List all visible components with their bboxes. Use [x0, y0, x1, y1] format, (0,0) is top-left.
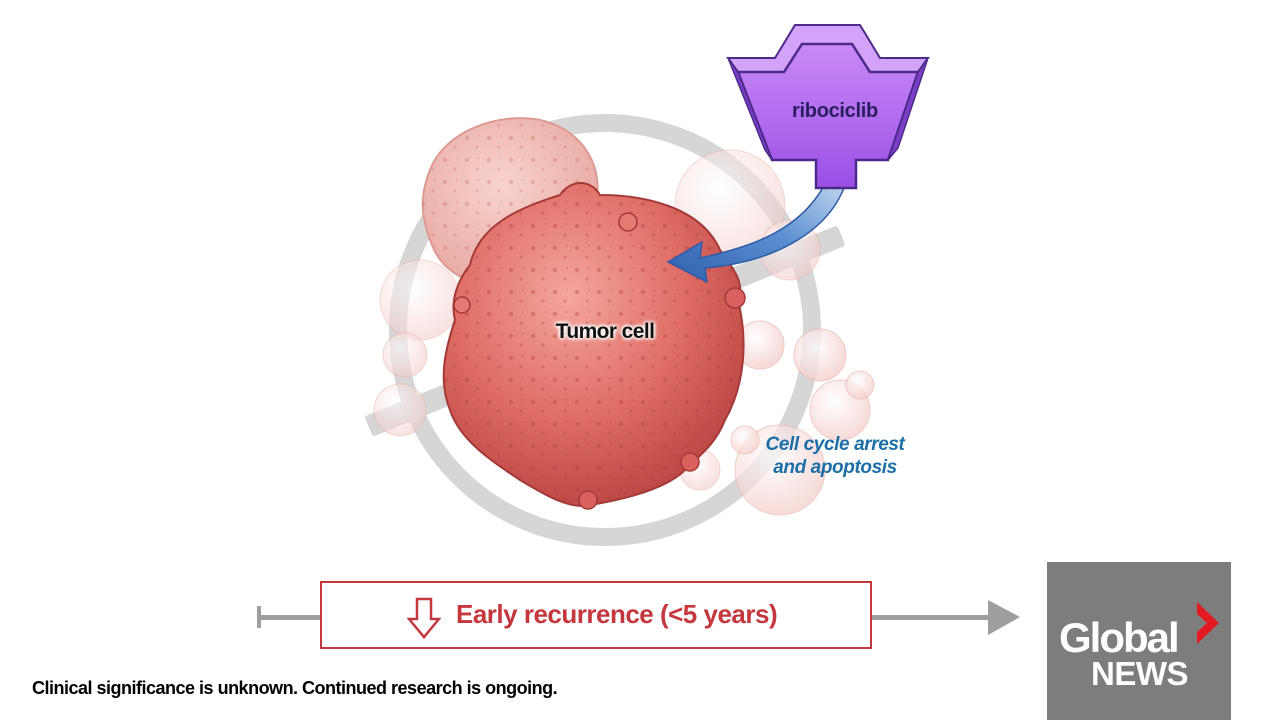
- timeline-track: [257, 600, 1020, 635]
- effect-label-line1: Cell cycle arrest: [765, 434, 905, 455]
- globalnews-chevron-icon: [1197, 602, 1219, 644]
- drug-block-icon: [726, 24, 930, 190]
- tumor-cell: [442, 182, 746, 510]
- logo-wordmark: Global: [1059, 614, 1180, 661]
- recurrence-box: Early recurrence (<5 years): [320, 581, 872, 649]
- logo-news: NEWS: [1091, 655, 1189, 692]
- drug-label: ribociclib: [792, 100, 878, 122]
- tumor-cell-label: Tumor cell: [555, 320, 655, 343]
- footnote: Clinical significance is unknown. Contin…: [32, 678, 558, 698]
- recurrence-label: Early recurrence (<5 years): [456, 599, 778, 629]
- effect-label: Cell cycle arrest and apoptosis: [735, 433, 935, 479]
- down-arrow-icon: [407, 597, 441, 639]
- effect-label-line2: and apoptosis: [773, 457, 897, 478]
- global-news-logo: Global NEWS: [1047, 562, 1231, 720]
- curved-arrow-icon: [666, 158, 849, 284]
